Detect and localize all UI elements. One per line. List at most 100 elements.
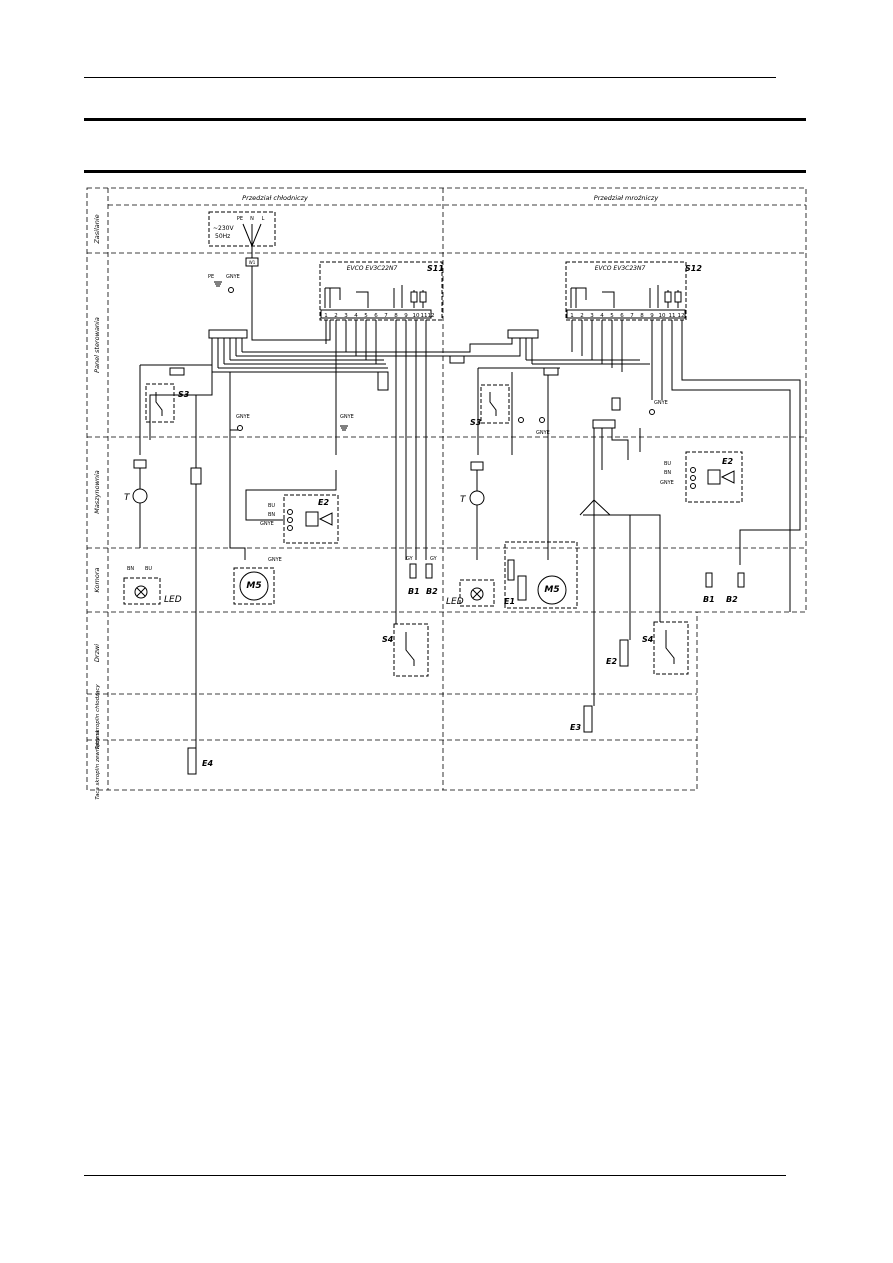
- b1-left-label: B1: [408, 587, 420, 596]
- section-left-label: Przedział chłodniczy: [242, 194, 308, 202]
- controller-s11-title: EVCO EV3C22N7: [347, 265, 398, 272]
- svg-text:3: 3: [344, 313, 348, 319]
- svg-text:2: 2: [334, 313, 338, 319]
- svg-text:BN: BN: [664, 470, 671, 476]
- svg-text:GY: GY: [406, 556, 414, 562]
- svg-text:GNYE: GNYE: [236, 414, 250, 420]
- svg-text:9: 9: [404, 313, 408, 319]
- motor-m5-right: M5: [537, 575, 567, 605]
- svg-text:BU: BU: [145, 566, 152, 572]
- svg-text:8: 8: [394, 313, 398, 319]
- svg-text:3: 3: [590, 313, 594, 319]
- ground-symbols-left: PE GNYE GNYE GNYE: [208, 274, 354, 431]
- power-supply: ~230V 50Hz PE N L W1: [208, 211, 276, 267]
- svg-text:11: 11: [421, 313, 428, 319]
- row-label-drzwi: Drzwi: [93, 644, 101, 662]
- left-harness: [139, 266, 427, 560]
- b2-left-label: B2: [426, 587, 438, 596]
- controller-s12: EVCO EV3C23N7 S12 1 2 3 4 5 6 7 8 9 10 1…: [565, 261, 702, 321]
- svg-text:6: 6: [374, 313, 378, 319]
- header-rule-thick-1: [84, 118, 806, 121]
- t-right-label: T: [460, 495, 467, 505]
- svg-text:GNYE: GNYE: [536, 430, 550, 436]
- e1-label: E1: [504, 597, 515, 606]
- row-label-komora: Komora: [93, 568, 101, 593]
- valve-e2-left: E2 BU BN GNYE: [260, 494, 339, 544]
- switch-s3-left: S3: [145, 367, 190, 423]
- svg-text:GNYE: GNYE: [654, 400, 668, 406]
- supply-terminal-pe: PE: [237, 216, 243, 222]
- svg-text:PE: PE: [208, 274, 214, 280]
- svg-text:BU: BU: [664, 461, 671, 467]
- zone-frame: [86, 187, 807, 791]
- ground-symbols-right: GNYE GNYE: [518, 400, 668, 436]
- svg-text:GNYE: GNYE: [268, 557, 282, 563]
- m5-left-label: M5: [246, 581, 261, 591]
- s3-right-label: S3: [470, 418, 482, 427]
- right-harness: [378, 320, 801, 640]
- section-right-label: Przedział mroźniczy: [594, 194, 659, 202]
- door-switch-s4-left: S4: [382, 460, 429, 677]
- m5-right-label: M5: [544, 585, 559, 595]
- led-right-label: LED: [446, 597, 464, 607]
- row-label-maszynownia: Maszynownia: [93, 470, 101, 514]
- row-label-taca-chlodzacy: Taca skroplin chłodzący: [95, 684, 101, 750]
- valve-e2-right: E2 BU BN GNYE: [660, 451, 743, 503]
- row-label-taca-zewnetrzna: Taca skroplin zewnętrzna: [95, 730, 101, 800]
- svg-text:1: 1: [324, 313, 328, 319]
- svg-text:BU: BU: [268, 503, 275, 509]
- e3-label: E3: [570, 723, 581, 732]
- supply-terminal-n: N: [250, 216, 254, 222]
- svg-text:11: 11: [669, 313, 676, 319]
- s4-left-label: S4: [382, 635, 394, 644]
- controller-s11-terminals: 1 2 3 4 5 6 7 8 9 10 11 12: [320, 309, 435, 319]
- svg-text:10: 10: [659, 313, 666, 319]
- led-left-label: LED: [164, 595, 182, 605]
- controller-s11: EVCO EV3C22N7 S11 1 2 3 4 5 6 7 8 9 10 1…: [319, 261, 444, 321]
- controller-s11-label: S11: [427, 264, 444, 273]
- probes-right: B1 B2: [703, 572, 745, 604]
- svg-text:7: 7: [630, 313, 634, 319]
- supply-terminal-l: L: [262, 216, 265, 222]
- temp-sensor-t-right: T: [460, 461, 485, 560]
- svg-text:4: 4: [354, 313, 358, 319]
- svg-text:GNYE: GNYE: [660, 480, 674, 486]
- svg-text:5: 5: [610, 313, 614, 319]
- svg-text:2: 2: [580, 313, 584, 319]
- controller-s12-terminals: 1 2 3 4 5 6 7 8 9 10 11 12: [566, 309, 686, 319]
- svg-text:7: 7: [384, 313, 388, 319]
- svg-text:BN: BN: [127, 566, 134, 572]
- svg-text:GY: GY: [430, 556, 438, 562]
- footer-rule: [84, 1175, 786, 1176]
- svg-text:12: 12: [678, 313, 685, 319]
- door-switch-s4-right: S4: [642, 621, 689, 675]
- svg-text:10: 10: [413, 313, 420, 319]
- s4-right-label: S4: [642, 635, 654, 644]
- row-label-zasilanie: Zasilanie: [93, 214, 101, 244]
- probes-left: GY GY B1 B2: [406, 556, 438, 596]
- switch-s3-right: S3: [470, 384, 510, 427]
- svg-text:GNYE: GNYE: [260, 521, 274, 527]
- b1-right-label: B1: [703, 595, 715, 604]
- temp-sensor-t-left: T: [124, 459, 148, 548]
- svg-text:GNYE: GNYE: [226, 274, 240, 280]
- heater-e2-tray: E2: [606, 639, 629, 667]
- e4-label: E4: [202, 759, 213, 768]
- supply-voltage: ~230V: [213, 225, 234, 232]
- heater-e4: E4: [187, 747, 213, 775]
- svg-text:9: 9: [650, 313, 654, 319]
- led-left: BN BU LED: [123, 566, 182, 605]
- svg-text:6: 6: [620, 313, 624, 319]
- motor-m5-left: M5 GNYE: [233, 557, 282, 605]
- controller-s12-title: EVCO EV3C23N7: [595, 265, 646, 272]
- led-right: LED: [446, 579, 495, 607]
- connector-label-supply: W1: [249, 260, 256, 265]
- e2-right-label: E2: [722, 457, 733, 466]
- t-left-label: T: [124, 493, 131, 503]
- svg-text:4: 4: [600, 313, 604, 319]
- svg-text:8: 8: [640, 313, 644, 319]
- header-rule-thick-2: [84, 170, 806, 173]
- row-labels: Zasilanie Panel sterowania Maszynownia K…: [93, 214, 101, 799]
- svg-text:5: 5: [364, 313, 368, 319]
